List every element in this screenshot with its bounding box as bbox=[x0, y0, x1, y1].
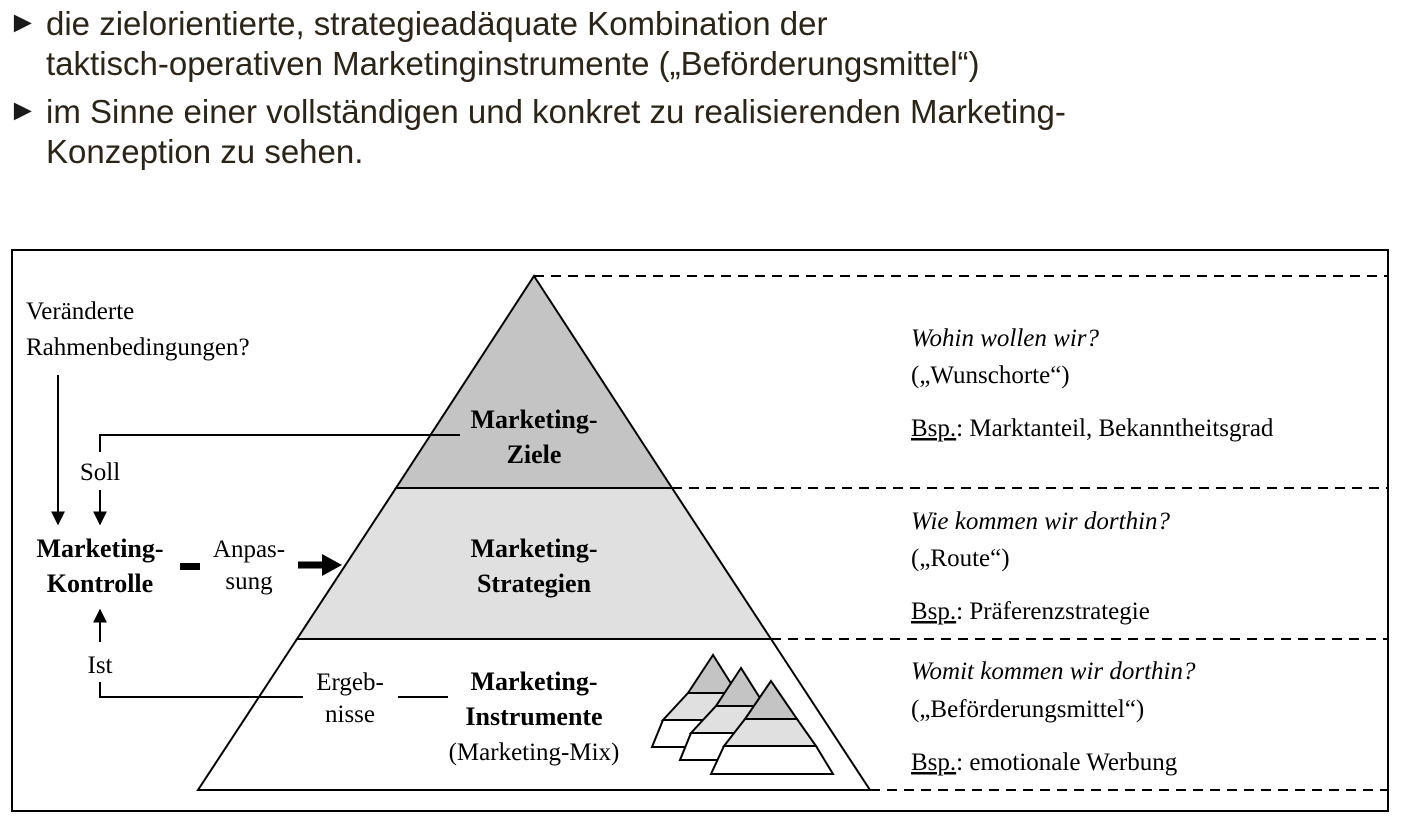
mini-pyramid-3-bottom bbox=[709, 745, 835, 775]
strategies-example: Bsp.: Präferenzstrategie bbox=[911, 598, 1150, 625]
instruments-example: Bsp.: emotionale Werbung bbox=[911, 749, 1178, 776]
strategies-question: Wie kommen wir dorthin? bbox=[911, 508, 1171, 535]
pyramid-titles: Marketing- Ziele Marketing- Strategien M… bbox=[449, 405, 620, 766]
bullet-line: im Sinne einer vollständigen und konkret… bbox=[46, 93, 1066, 130]
strategies-title-line-2: Strategien bbox=[477, 569, 592, 598]
bullet-item: ► die zielorientierte, strategieadäquate… bbox=[8, 4, 1388, 84]
adjustment-line-2: sung bbox=[225, 568, 273, 595]
dashed-guides bbox=[534, 275, 1388, 791]
bullet-item: ► im Sinne einer vollständigen und konkr… bbox=[8, 92, 1388, 172]
bullet-line: die zielorientierte, strategieadäquate K… bbox=[46, 5, 828, 42]
changed-conditions-line-1: Veränderte bbox=[26, 298, 134, 325]
adjustment-arrowhead bbox=[322, 554, 342, 576]
ist-connector bbox=[99, 682, 303, 698]
adjustment-arrow bbox=[298, 554, 342, 576]
strategies-example-text: : Präferenzstrategie bbox=[956, 598, 1150, 625]
right-triangle-arrow-icon: ► bbox=[8, 6, 38, 39]
changed-conditions-line-2: Rahmenbedingungen? bbox=[26, 334, 250, 361]
adjustment-line-1: Anpas- bbox=[213, 536, 285, 563]
results-line-2: nisse bbox=[325, 701, 375, 728]
bullet-list: ► die zielorientierte, strategieadäquate… bbox=[8, 4, 1388, 180]
goals-title-line-2: Ziele bbox=[507, 440, 562, 469]
strategies-title-line-1: Marketing- bbox=[470, 534, 597, 563]
connectors bbox=[51, 375, 460, 698]
goals-metaphor: („Wunschorte“) bbox=[911, 362, 1070, 389]
control-title-line-1: Marketing- bbox=[36, 534, 163, 563]
marketing-mix-icon bbox=[650, 653, 835, 775]
strategies-metaphor: („Route“) bbox=[911, 545, 1010, 572]
instruments-example-label: Bsp. bbox=[911, 749, 956, 776]
instruments-title-line-2: Instrumente bbox=[465, 702, 602, 731]
right-triangle-arrow-icon: ► bbox=[8, 94, 38, 127]
goals-question: Wohin wollen wir? bbox=[911, 325, 1099, 352]
bullet-line: Konzeption zu sehen. bbox=[46, 133, 364, 170]
instruments-subtitle: (Marketing-Mix) bbox=[449, 739, 620, 766]
results-line-1: Ergeb- bbox=[316, 669, 384, 696]
soll-connector bbox=[99, 434, 460, 452]
adjustment-dash bbox=[180, 563, 200, 570]
goals-example-text: : Marktanteil, Bekanntheitsgrad bbox=[956, 415, 1274, 442]
goals-example: Bsp.: Marktanteil, Bekanntheitsgrad bbox=[911, 415, 1274, 442]
soll-label: Soll bbox=[80, 459, 120, 486]
goals-title-line-1: Marketing- bbox=[470, 405, 597, 434]
level-descriptions: Wohin wollen wir? („Wunschorte“) Bsp.: M… bbox=[911, 325, 1274, 776]
bullet-line: taktisch-operativen Marketinginstrumente… bbox=[46, 45, 980, 82]
ist-label: Ist bbox=[88, 652, 113, 679]
instruments-title-line-1: Marketing- bbox=[470, 667, 597, 696]
control-title-line-2: Kontrolle bbox=[47, 569, 153, 598]
left-labels: Veränderte Rahmenbedingungen? Soll Ist M… bbox=[26, 298, 384, 728]
instruments-question: Womit kommen wir dorthin? bbox=[911, 658, 1196, 685]
goals-example-label: Bsp. bbox=[911, 415, 956, 442]
strategies-example-label: Bsp. bbox=[911, 598, 956, 625]
instruments-metaphor: („Beförderungsmittel“) bbox=[911, 696, 1144, 723]
instruments-example-text: : emotionale Werbung bbox=[956, 749, 1178, 776]
